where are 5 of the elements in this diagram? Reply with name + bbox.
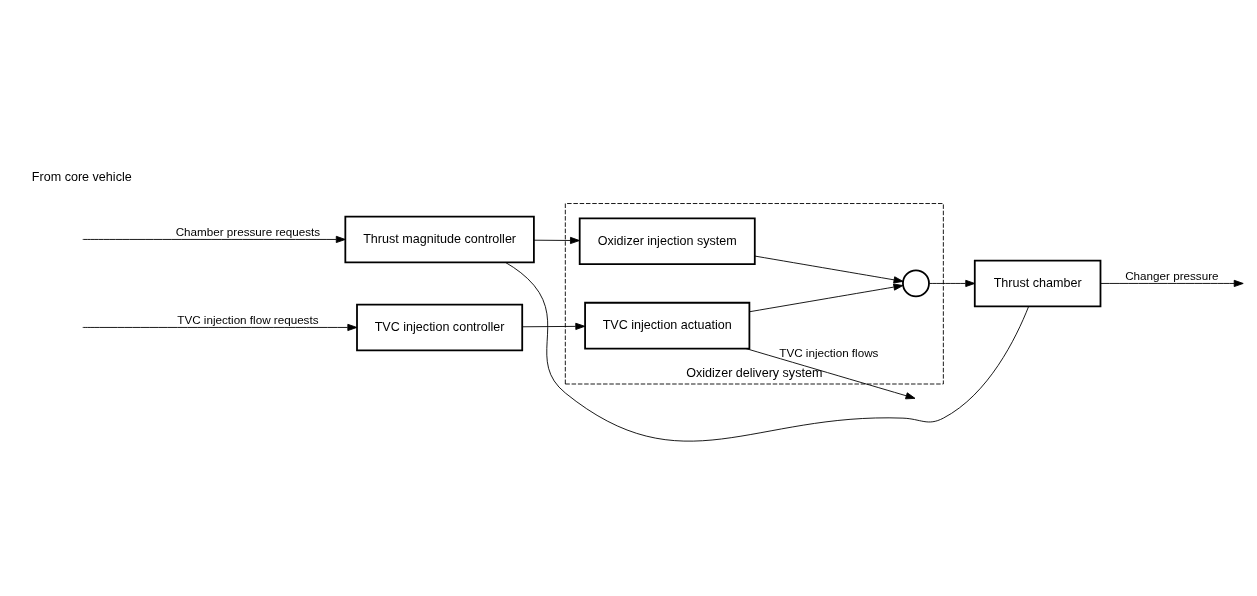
edge-label: Changer pressure [1125,269,1219,283]
label: From core vehicle [31,169,132,184]
edge-label: Chamber pressure requests [175,225,321,239]
edge-label: TVC injection flows [779,346,879,360]
edge-label: TVC injection flow requests [177,313,319,327]
